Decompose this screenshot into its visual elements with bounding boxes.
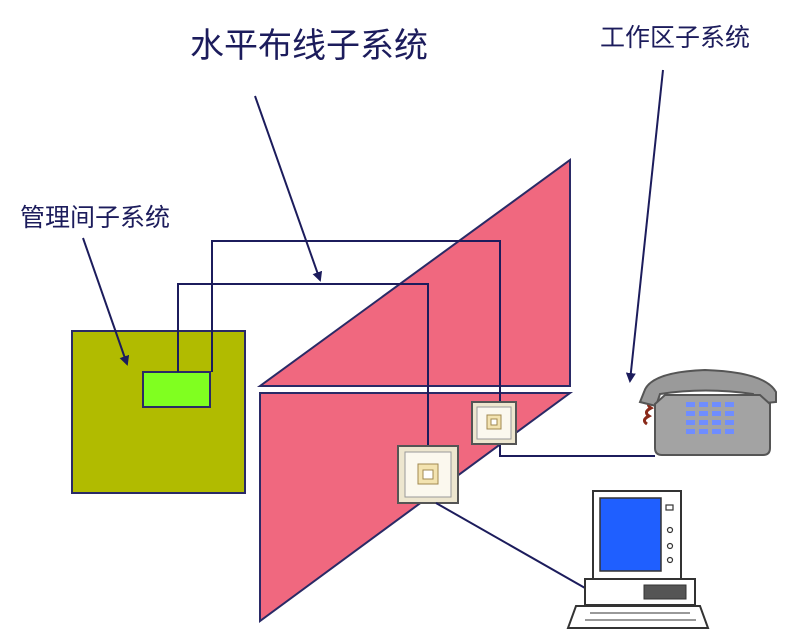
horizontal-subsystem-label: 水平布线子系统 — [190, 26, 428, 66]
lower-wall-panel — [259, 392, 574, 623]
wall-outlet-icon — [397, 445, 459, 504]
upper-wall-panel — [256, 158, 571, 387]
horizontal-cable-1 — [177, 283, 429, 448]
horizontal-subsystem-arrow — [254, 95, 323, 282]
wall-outlet-icon — [471, 401, 517, 445]
management-cabinet — [71, 330, 246, 494]
telephone-icon — [638, 368, 777, 456]
horizontal-cable-2 — [211, 240, 655, 457]
computer-icon — [566, 490, 710, 629]
management-subsystem-label: 管理间子系统 — [20, 203, 171, 232]
computer-patch-cable — [435, 502, 586, 589]
work-area-arrow — [625, 69, 664, 383]
patch-panel — [142, 371, 211, 408]
management-arrow — [82, 237, 130, 366]
work-area-subsystem-label: 工作区子系统 — [600, 23, 751, 52]
